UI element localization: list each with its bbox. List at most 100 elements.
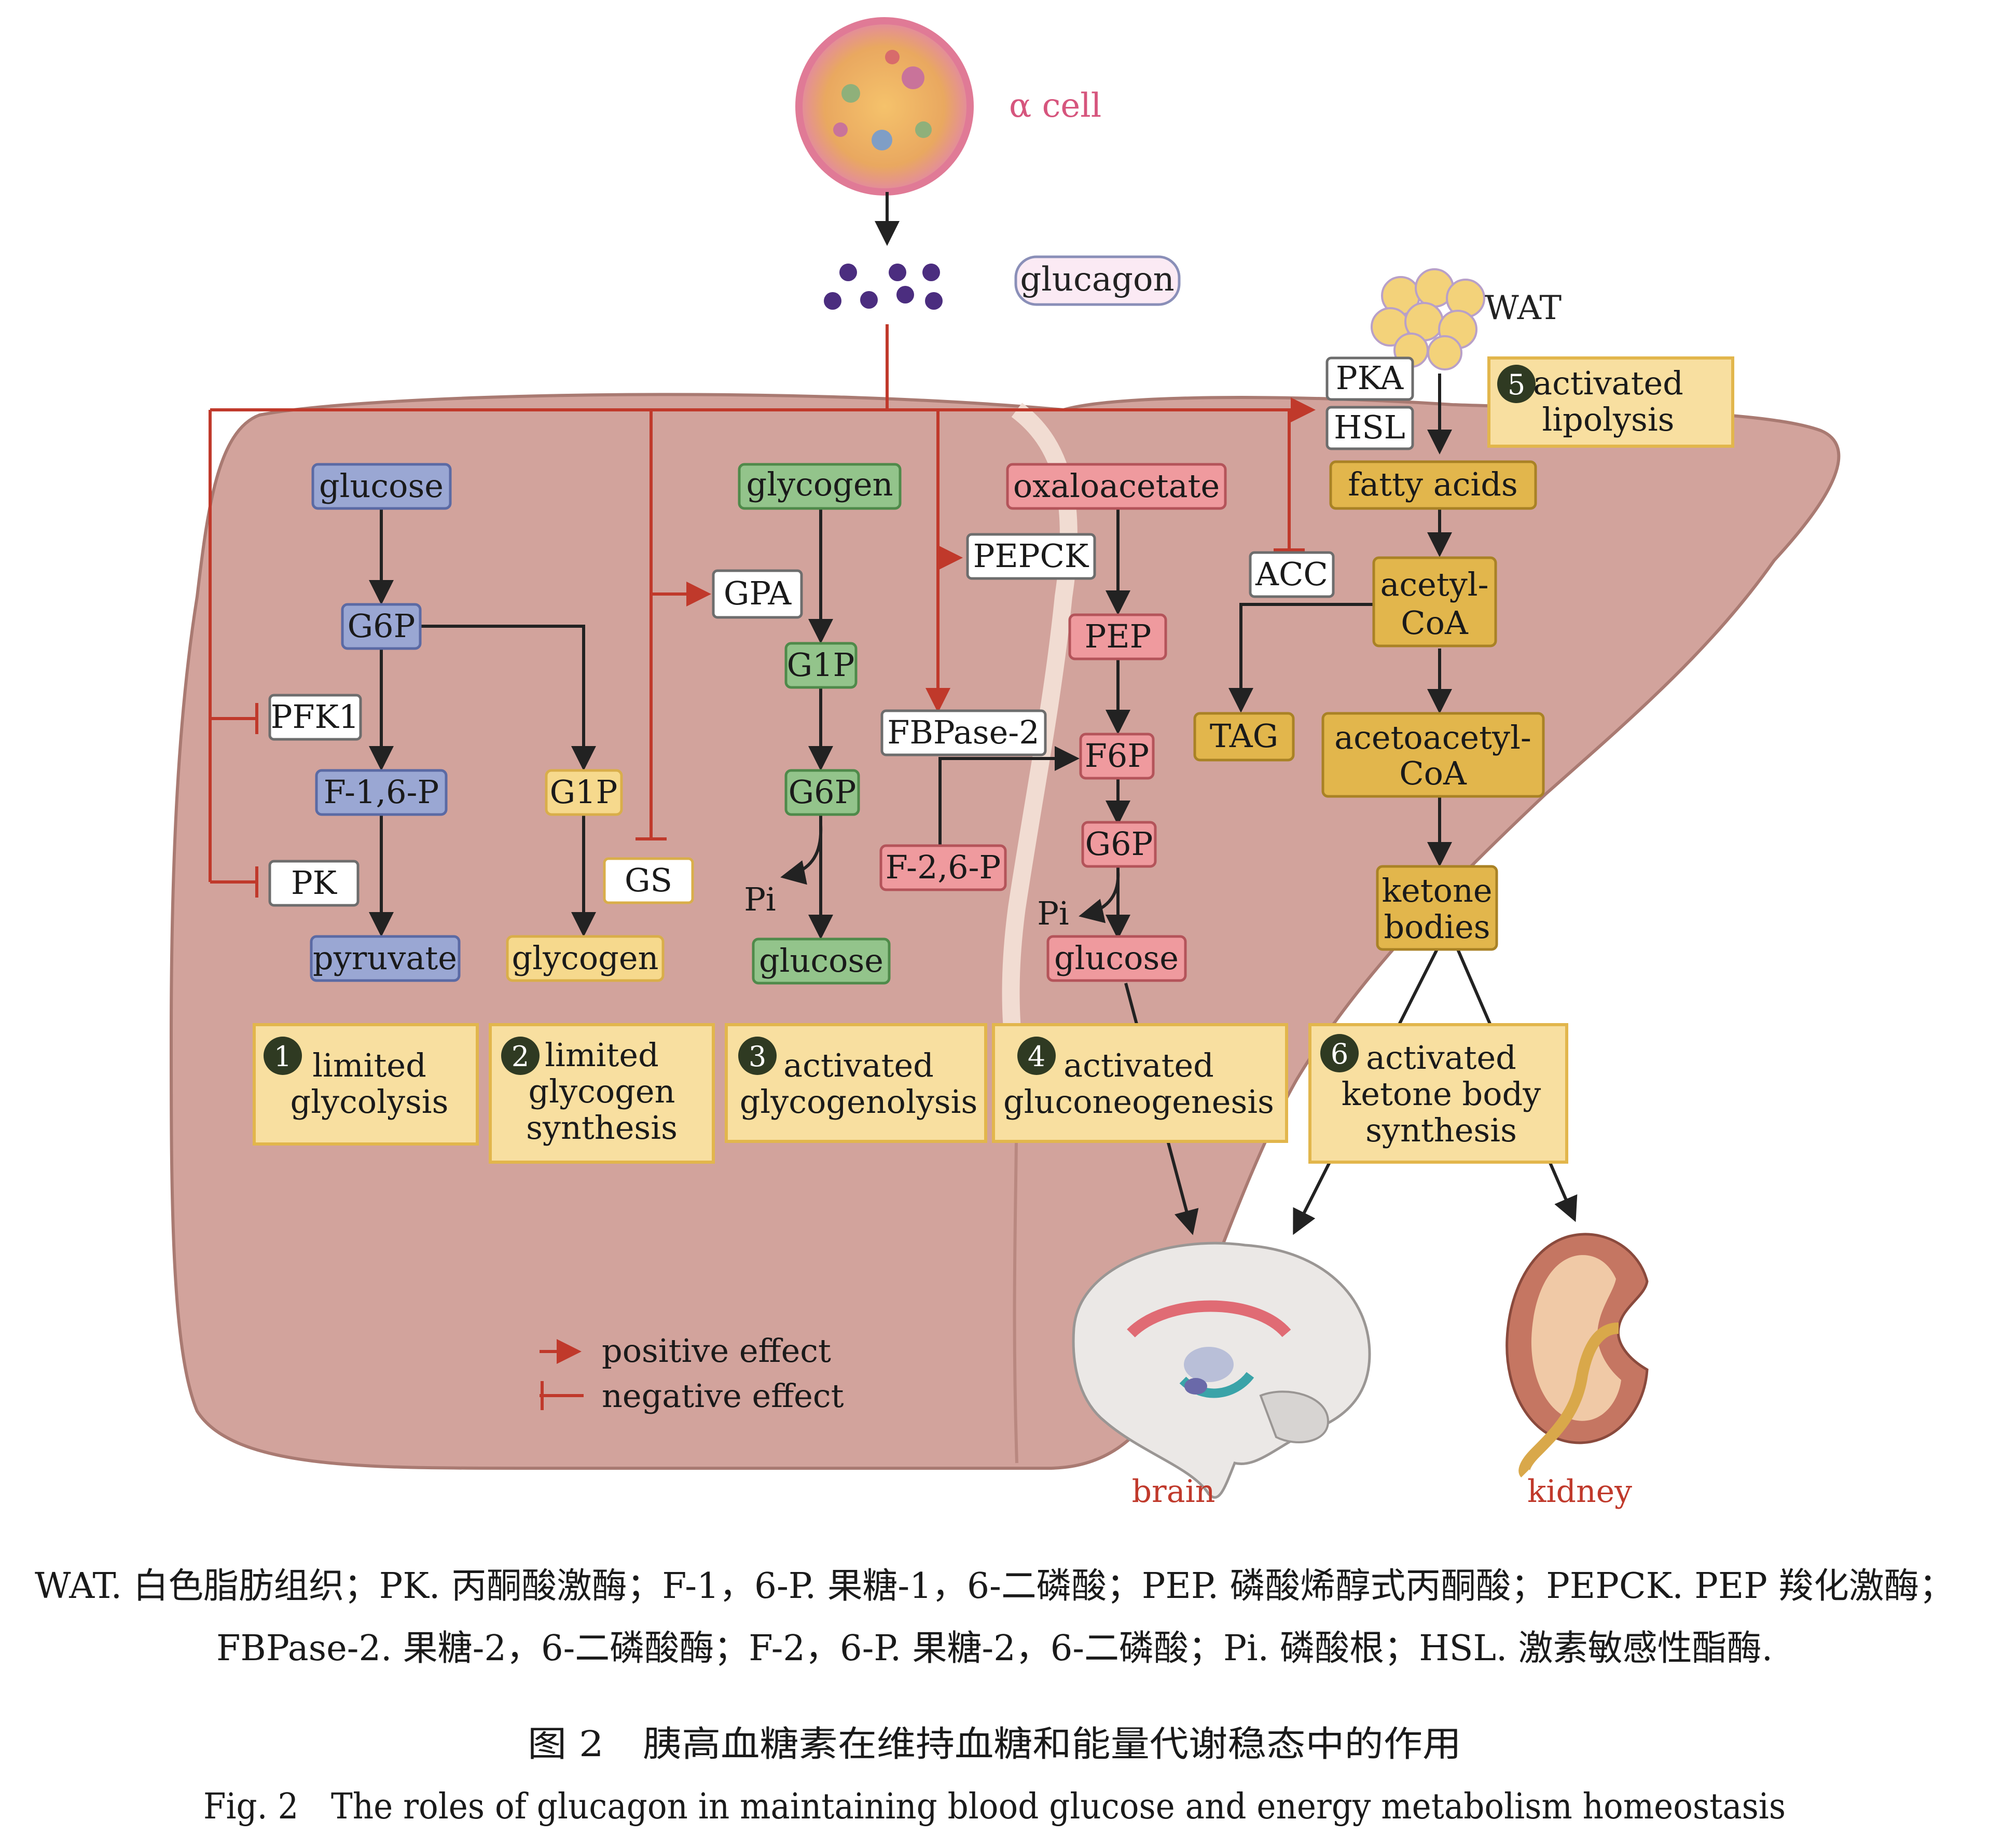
glycolysis-g6p-label: G6P <box>348 607 416 645</box>
note-6-line2: ketone body <box>1342 1075 1541 1113</box>
pep-label: PEP <box>1085 617 1152 655</box>
acetoacetyl-coa-label-2: CoA <box>1399 754 1467 792</box>
ketone-bodies-box <box>1376 865 1498 951</box>
gpa-label: GPA <box>724 574 792 612</box>
acc-label: ACC <box>1255 555 1328 593</box>
note-3-number-badge <box>738 1037 777 1075</box>
f26p-label: F-2,6-P <box>886 848 1001 886</box>
note-4-number-badge <box>1017 1037 1056 1075</box>
glycogenolysis-g6p-label: G6P <box>789 773 857 811</box>
fatty-acids-label: fatty acids <box>1348 465 1518 503</box>
gs-label: GS <box>625 861 672 899</box>
caption-abbrev-line2: FBPase-2. 果糖-2，6-二磷酸酶；F-2，6-P. 果糖-2，6-二磷… <box>216 1628 1773 1669</box>
note-1-line2: glycolysis <box>291 1083 449 1121</box>
acetoacetyl-coa-box <box>1321 712 1545 798</box>
gs-box <box>603 857 694 904</box>
figure-title-cn: 图 2 胰高血糖素在维持血糖和能量代谢稳态中的作用 <box>528 1724 1461 1765</box>
f6p-box <box>1079 733 1155 780</box>
note-2-line1: limited <box>545 1036 659 1074</box>
gluconeogenesis-pi-label: Pi <box>1037 894 1069 932</box>
note-1-number: 1 <box>274 1040 292 1073</box>
synthesis-g1p-box <box>545 769 623 816</box>
pfk1-box <box>268 694 362 741</box>
f26p-box <box>879 844 1007 891</box>
acc-box <box>1249 551 1335 598</box>
pk-box <box>268 860 360 907</box>
glycolysis-g6p-box <box>341 603 422 650</box>
note-3-line2: glycogenolysis <box>740 1083 978 1121</box>
caption-abbrev-line1: WAT. 白色脂肪组织；PK. 丙酮酸激酶；F-1，6-P. 果糖-1，6-二磷… <box>35 1566 1954 1607</box>
glycogenolysis-g1p-box <box>784 642 858 689</box>
note-4-activated-gluconeogenesis: 4 activated gluconeogenesis <box>992 1023 1288 1143</box>
glucagon-badge <box>1014 255 1181 306</box>
f16p-label: F-1,6-P <box>324 773 439 811</box>
note-6-line1: activated <box>1366 1039 1516 1077</box>
note-2-number-badge <box>501 1037 540 1075</box>
inhibit-pfk1-arrow <box>210 703 258 734</box>
acetyl-coa-label-1: acetyl- <box>1380 566 1488 603</box>
note-5-activated-lipolysis: 5 activated lipolysis <box>1487 356 1734 448</box>
synthesis-glycogen-box <box>506 935 665 982</box>
kidney-icon <box>1505 1233 1649 1478</box>
pfk1-label: PFK1 <box>271 698 360 736</box>
ketone-bodies-label-1: ketone <box>1382 872 1492 909</box>
pka-label: PKA <box>1336 359 1404 397</box>
hsl-label: HSL <box>1334 408 1405 446</box>
wat-label: WAT <box>1485 289 1562 327</box>
note-5-line2: lipolysis <box>1542 401 1675 438</box>
wat-fat-tissue-icon <box>1371 268 1485 370</box>
inhibit-pk-arrow <box>210 866 258 898</box>
f16p-box <box>315 769 448 816</box>
synthesis-g1p-label: G1P <box>550 773 618 811</box>
glycogenolysis-g1p-label: G1P <box>787 646 855 684</box>
note-1-number-badge <box>264 1037 302 1075</box>
pk-label: PK <box>291 864 338 902</box>
note-4-line2: gluconeogenesis <box>1003 1083 1274 1121</box>
note-2-line3: synthesis <box>526 1109 678 1147</box>
figure-title-en: Fig. 2 The roles of glucagon in maintain… <box>203 1786 1786 1827</box>
oxaloacetate-label: oxaloacetate <box>1013 467 1220 505</box>
glycolysis-glucose-label: glucose <box>319 467 444 505</box>
note-6-activated-ketone-body-synthesis: 6 activated ketone body synthesis <box>1308 1023 1568 1164</box>
note-5-number: 5 <box>1508 368 1525 401</box>
brain-icon <box>1072 1242 1371 1499</box>
gpa-box <box>712 569 803 619</box>
note-2-limited-glycogen-synthesis: 2 limited glycogen synthesis <box>489 1023 715 1164</box>
ketone-bodies-label-2: bodies <box>1384 908 1490 946</box>
f6p-label: F6P <box>1085 737 1149 775</box>
fatty-acids-box <box>1329 460 1537 510</box>
note-1-line1: limited <box>312 1046 426 1084</box>
pep-box <box>1068 613 1167 660</box>
note-2-line2: glycogen <box>529 1072 675 1110</box>
legend: positive effect negative effect <box>540 1332 844 1415</box>
tag-box <box>1193 712 1295 762</box>
note-5-number-badge <box>1497 365 1536 403</box>
glycogenolysis-glycogen-box <box>738 463 902 510</box>
alpha-cell-icon <box>795 17 974 196</box>
acetyl-coa-box <box>1372 556 1497 647</box>
glucagon-molecules-icon <box>824 264 943 310</box>
note-3-number: 3 <box>749 1040 766 1073</box>
acetoacetyl-coa-label-1: acetoacetyl- <box>1334 719 1531 756</box>
note-1-limited-glycolysis: 1 limited glycolysis <box>253 1023 479 1146</box>
glucagon-label: glucagon <box>1020 260 1174 299</box>
acetyl-coa-label-2: CoA <box>1401 604 1469 642</box>
note-6-number-badge <box>1320 1034 1359 1072</box>
kidney-label: kidney <box>1527 1473 1632 1510</box>
pka-box <box>1325 356 1414 401</box>
note-2-number: 2 <box>512 1040 529 1073</box>
pyruvate-box <box>310 935 461 982</box>
glycogenolysis-glucose-label: glucose <box>759 942 883 980</box>
note-6-line3: synthesis <box>1365 1111 1517 1149</box>
pepck-box <box>966 533 1096 580</box>
note-3-line1: activated <box>783 1046 934 1084</box>
pepck-label: PEPCK <box>973 537 1089 575</box>
gluconeogenesis-glucose-label: glucose <box>1054 939 1179 977</box>
oxaloacetate-box <box>1006 463 1227 510</box>
legend-negative-bar <box>540 1381 584 1410</box>
gluconeogenesis-glucose-box <box>1046 935 1187 982</box>
glycolysis-glucose-box <box>311 463 452 510</box>
fbpase2-box <box>880 709 1047 756</box>
gluconeogenesis-g6p-box <box>1081 821 1157 868</box>
